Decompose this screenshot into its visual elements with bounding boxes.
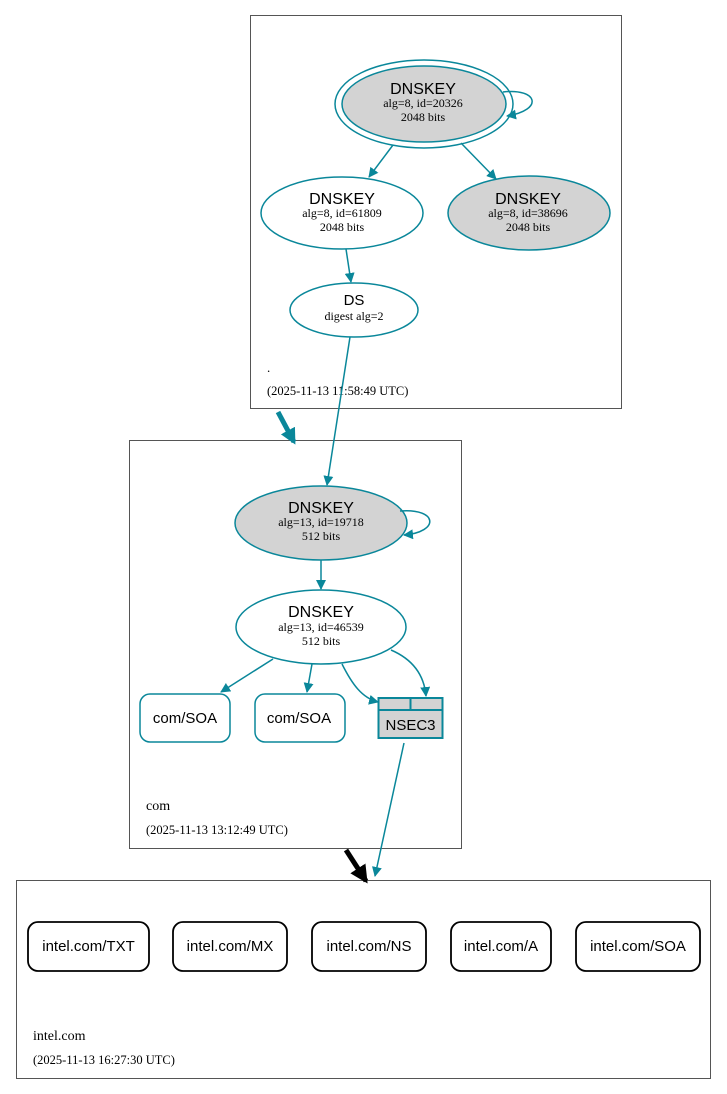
com-ksk-bits: 512 bits	[302, 529, 341, 543]
intel-txt-label: intel.com/TXT	[42, 938, 135, 955]
intel-a-label: intel.com/A	[464, 938, 538, 955]
intel-record-mx[interactable]: intel.com/MX	[172, 921, 288, 972]
intel-record-soa[interactable]: intel.com/SOA	[575, 921, 701, 972]
root-zsk1-type: DNSKEY	[309, 191, 375, 208]
root-to-com-delegation-arrow	[275, 410, 297, 445]
root-ksk-type: DNSKEY	[390, 81, 456, 98]
com-soa-record-2[interactable]: com/SOA	[254, 693, 346, 743]
zone-intel-name: intel.com	[33, 1029, 86, 1044]
root-ksk-bits: 2048 bits	[401, 110, 446, 124]
root-ksk-to-zsk1-edge	[368, 144, 394, 178]
com-nsec3-node[interactable]: NSEC3	[377, 697, 444, 739]
zone-root: . (2025-11-13 11:58:49 UTC) DNSKEY alg=8…	[250, 15, 622, 409]
root-zsk1-to-ds-edge	[344, 248, 355, 283]
root-zsk-61809-node[interactable]: DNSKEY alg=8, id=61809 2048 bits	[260, 176, 424, 250]
root-ksk-node[interactable]: DNSKEY alg=8, id=20326 2048 bits	[334, 59, 514, 149]
root-ds-digest: digest alg=2	[324, 309, 383, 323]
zone-com: com (2025-11-13 13:12:49 UTC) DNSKEY alg…	[129, 440, 462, 849]
intel-ns-label: intel.com/NS	[326, 938, 411, 955]
com-zsk-to-soa2-edge	[303, 663, 314, 693]
zone-intel-box	[16, 880, 711, 1079]
intel-record-a[interactable]: intel.com/A	[450, 921, 552, 972]
com-zsk-alg: alg=13, id=46539	[278, 620, 364, 634]
intel-record-ns[interactable]: intel.com/NS	[311, 921, 427, 972]
root-ds-type: DS	[344, 292, 365, 309]
com-nsec3-label: NSEC3	[385, 717, 435, 734]
root-zsk2-alg: alg=8, id=38696	[488, 206, 568, 220]
ds-to-com-ksk-edge	[323, 336, 351, 486]
com-zsk-to-nsec3-edge-b	[390, 649, 431, 697]
zone-root-timestamp: (2025-11-13 11:58:49 UTC)	[267, 384, 408, 398]
com-zsk-to-soa1-edge	[220, 658, 274, 693]
intel-record-txt[interactable]: intel.com/TXT	[27, 921, 150, 972]
com-zsk-bits: 512 bits	[302, 634, 341, 648]
root-ds-node[interactable]: DS digest alg=2	[289, 282, 419, 338]
zone-intel: intel.com (2025-11-13 16:27:30 UTC) inte…	[16, 880, 711, 1079]
com-zsk-to-nsec3-edge-a	[341, 663, 379, 705]
root-ksk-to-zsk2-edge	[460, 142, 497, 180]
com-soa-1-label: com/SOA	[153, 710, 217, 727]
root-ksk-alg: alg=8, id=20326	[383, 96, 463, 110]
com-ksk-node[interactable]: DNSKEY alg=13, id=19718 512 bits	[234, 485, 408, 561]
intel-mx-label: intel.com/MX	[187, 938, 274, 955]
root-zsk2-bits: 2048 bits	[506, 220, 551, 234]
com-to-intel-delegation-arrow	[343, 848, 369, 884]
root-ksk-self-edge	[502, 90, 533, 120]
com-soa-record-1[interactable]: com/SOA	[139, 693, 231, 743]
zone-root-name: .	[267, 360, 270, 375]
intel-soa-label: intel.com/SOA	[590, 938, 686, 955]
com-ksk-self-edge	[399, 510, 431, 540]
zone-intel-timestamp: (2025-11-13 16:27:30 UTC)	[33, 1053, 175, 1067]
zone-com-name: com	[146, 799, 170, 814]
zone-com-timestamp: (2025-11-13 13:12:49 UTC)	[146, 823, 288, 837]
root-zsk1-alg: alg=8, id=61809	[302, 206, 382, 220]
nsec3-to-intel-edge	[372, 742, 405, 877]
root-zsk-38696-node[interactable]: DNSKEY alg=8, id=38696 2048 bits	[447, 175, 611, 251]
root-zsk2-type: DNSKEY	[495, 191, 561, 208]
com-ksk-alg: alg=13, id=19718	[278, 515, 364, 529]
com-zsk-node[interactable]: DNSKEY alg=13, id=46539 512 bits	[235, 589, 407, 665]
com-ksk-type: DNSKEY	[288, 500, 354, 517]
com-zsk-type: DNSKEY	[288, 604, 354, 621]
root-zsk1-bits: 2048 bits	[320, 220, 365, 234]
com-soa-2-label: com/SOA	[267, 710, 331, 727]
